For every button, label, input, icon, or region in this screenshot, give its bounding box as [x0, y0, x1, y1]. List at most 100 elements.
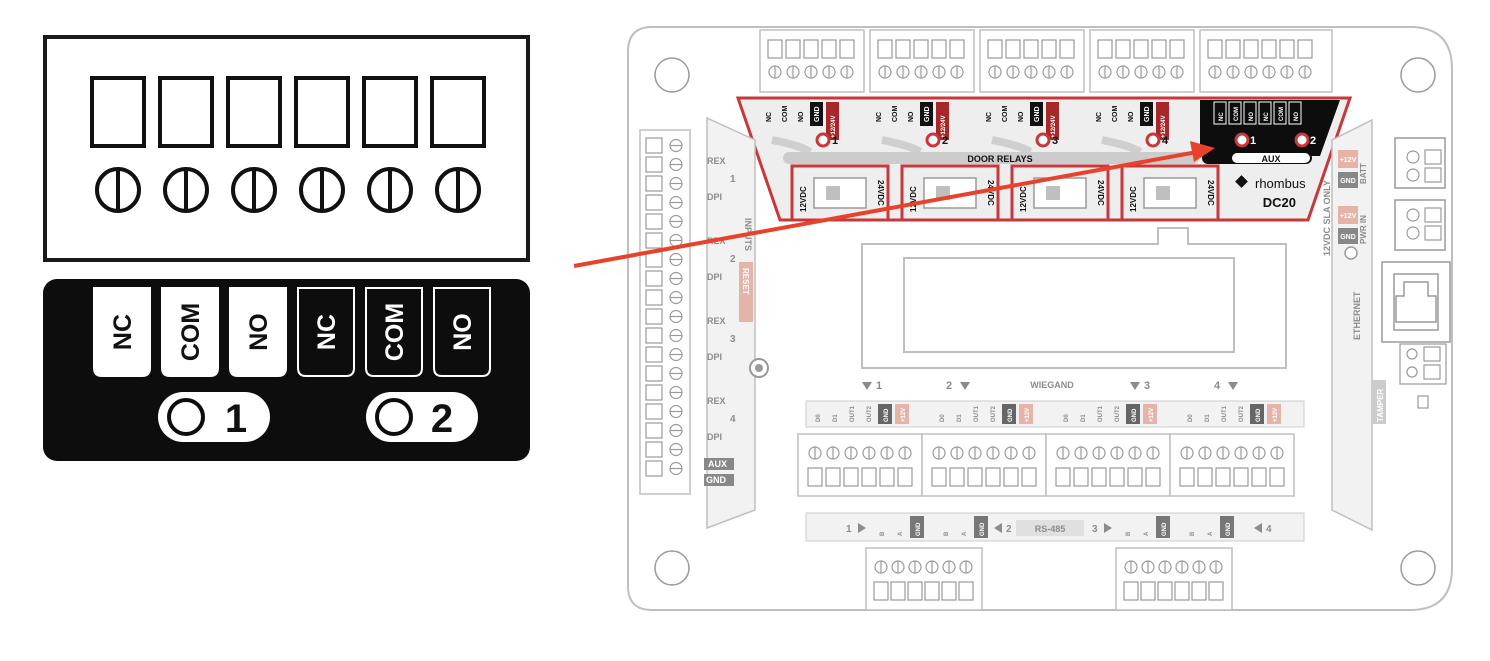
wiegand-socket — [949, 467, 965, 487]
top-socket — [839, 39, 855, 59]
input-column: REX1DPIREX2DPIREX3DPIREX4DPI INPUTS RESE… — [639, 116, 769, 530]
wiegand-pin-label: +12V — [1025, 408, 1031, 422]
top-socket — [895, 39, 911, 59]
top-terminal-block-2 — [869, 29, 975, 93]
rs485-pin-label: B — [1126, 531, 1132, 536]
wiegand-number-1: 1 — [876, 380, 882, 392]
relay-pin-label: NO — [908, 111, 915, 122]
wiegand-pin-label: D0 — [1064, 414, 1070, 422]
relay-pin-label: GND — [924, 106, 931, 122]
input-socket — [645, 346, 663, 363]
aux-pin-bg — [1288, 101, 1302, 125]
zoom-socket-5 — [362, 76, 418, 148]
wiegand-number-2: 2 — [946, 380, 952, 392]
ethernet-label: ETHERNET — [1352, 291, 1362, 340]
rs485-pin-label: B — [1190, 531, 1196, 536]
zoom-relay-number-1-text: 1 — [225, 397, 247, 441]
rs485-pin-label: GND — [1226, 522, 1232, 536]
aux-title: AUX — [1261, 154, 1280, 164]
relay-pin-bg — [1014, 102, 1027, 126]
relay-pin-bg — [1092, 102, 1105, 126]
rs485-pin-label: B — [944, 531, 950, 536]
input-socket — [645, 270, 663, 287]
bottom-socket — [873, 581, 889, 601]
wiegand-pin-bg — [1126, 404, 1140, 424]
zoom-label-text-4: NC — [313, 314, 341, 350]
relay-pin-bg — [872, 102, 885, 126]
relay-pin-bg — [920, 102, 933, 126]
bottom-socket — [1140, 581, 1156, 601]
input-socket — [645, 384, 663, 401]
relay-pin-label: +12/24V — [1161, 115, 1167, 138]
zoom-label-box-2 — [161, 287, 219, 377]
zoom-terminal-sockets — [90, 76, 486, 213]
rs485-arrow — [1254, 523, 1262, 533]
callout-arrow — [573, 141, 1215, 268]
relay-pin-bg — [888, 102, 901, 126]
top-socket — [1261, 39, 1277, 59]
jumper-slider — [1156, 186, 1170, 200]
relay-pin-bg — [1124, 102, 1137, 126]
wiegand-socket — [1003, 467, 1019, 487]
wiegand-pin-label: D1 — [1205, 414, 1211, 422]
input-number-1: 1 — [730, 174, 736, 185]
wiegand-socket — [1215, 467, 1231, 487]
wiegand-number-3: 3 — [1144, 380, 1150, 392]
wiegand-socket — [1109, 467, 1125, 487]
top-socket — [821, 39, 837, 59]
jumper-label-left: 12VDC — [909, 186, 918, 212]
wiegand-pin-label: OUT1 — [1222, 405, 1228, 422]
relay-pin-bg — [1046, 102, 1059, 140]
input-number-4: 4 — [730, 414, 736, 425]
zoom-label-box-5 — [365, 287, 423, 377]
rs485-number-2: 2 — [1006, 524, 1012, 535]
batt-plus12v-label: +12V — [1340, 157, 1357, 164]
relay-pin-label: +12/24V — [1051, 115, 1057, 138]
zoom-relay-number-2-text: 2 — [431, 397, 453, 441]
wiegand-socket — [843, 467, 859, 487]
wiegand-socket — [1091, 467, 1107, 487]
input-gnd-label: GND — [706, 475, 727, 485]
aux-pin-label: NC — [1219, 112, 1225, 121]
wiegand-arrow — [1228, 382, 1238, 390]
rs485-pin-label: A — [898, 531, 904, 536]
zoom-label-text-2: COM — [177, 303, 205, 361]
top-socket — [913, 39, 929, 59]
wiegand-socket — [1233, 467, 1249, 487]
relay-number-ring-1 — [815, 132, 831, 148]
relay-pin-label: +12/24V — [831, 115, 837, 138]
aux-pin-bg — [1213, 101, 1227, 125]
bottom-socket — [924, 581, 940, 601]
wiegand-arrow — [862, 382, 872, 390]
bottom-socket — [1123, 581, 1139, 601]
relay-pin-label: COM — [1112, 106, 1119, 123]
wiegand-socket — [1251, 467, 1267, 487]
top-socket — [1115, 39, 1131, 59]
relay-pin-label: NC — [766, 112, 773, 122]
wiegand-socket — [1269, 467, 1285, 487]
relay-pin-bg — [1030, 102, 1043, 126]
relay-pin-label: COM — [1002, 106, 1009, 123]
relay-pin-label: NC — [876, 112, 883, 122]
relay-pin-bg — [1108, 102, 1121, 126]
wiegand-pin-label: GND — [1008, 408, 1014, 422]
bottom-terminal-block-1 — [865, 547, 983, 611]
top-socket — [1225, 39, 1241, 59]
rs485-pin-label: A — [1208, 531, 1214, 536]
wiegand-pin-bg — [895, 404, 909, 424]
relay-number-ring-4 — [1145, 132, 1161, 148]
wiegand-title: WIEGAND — [1030, 380, 1074, 390]
wiegand-pin-label: GND — [1256, 408, 1262, 422]
rs485-pin-bg — [1156, 516, 1170, 538]
top-socket — [1207, 39, 1223, 59]
rs485-pin-bg — [974, 516, 988, 538]
relay-number-4: 4 — [1162, 135, 1169, 147]
door-relays-title: DOOR RELAYS — [967, 154, 1032, 164]
input-dpi-1: DPI — [707, 192, 722, 202]
bottom-socket — [907, 581, 923, 601]
top-socket — [1005, 39, 1021, 59]
aux-number-ring-2 — [1294, 132, 1310, 148]
